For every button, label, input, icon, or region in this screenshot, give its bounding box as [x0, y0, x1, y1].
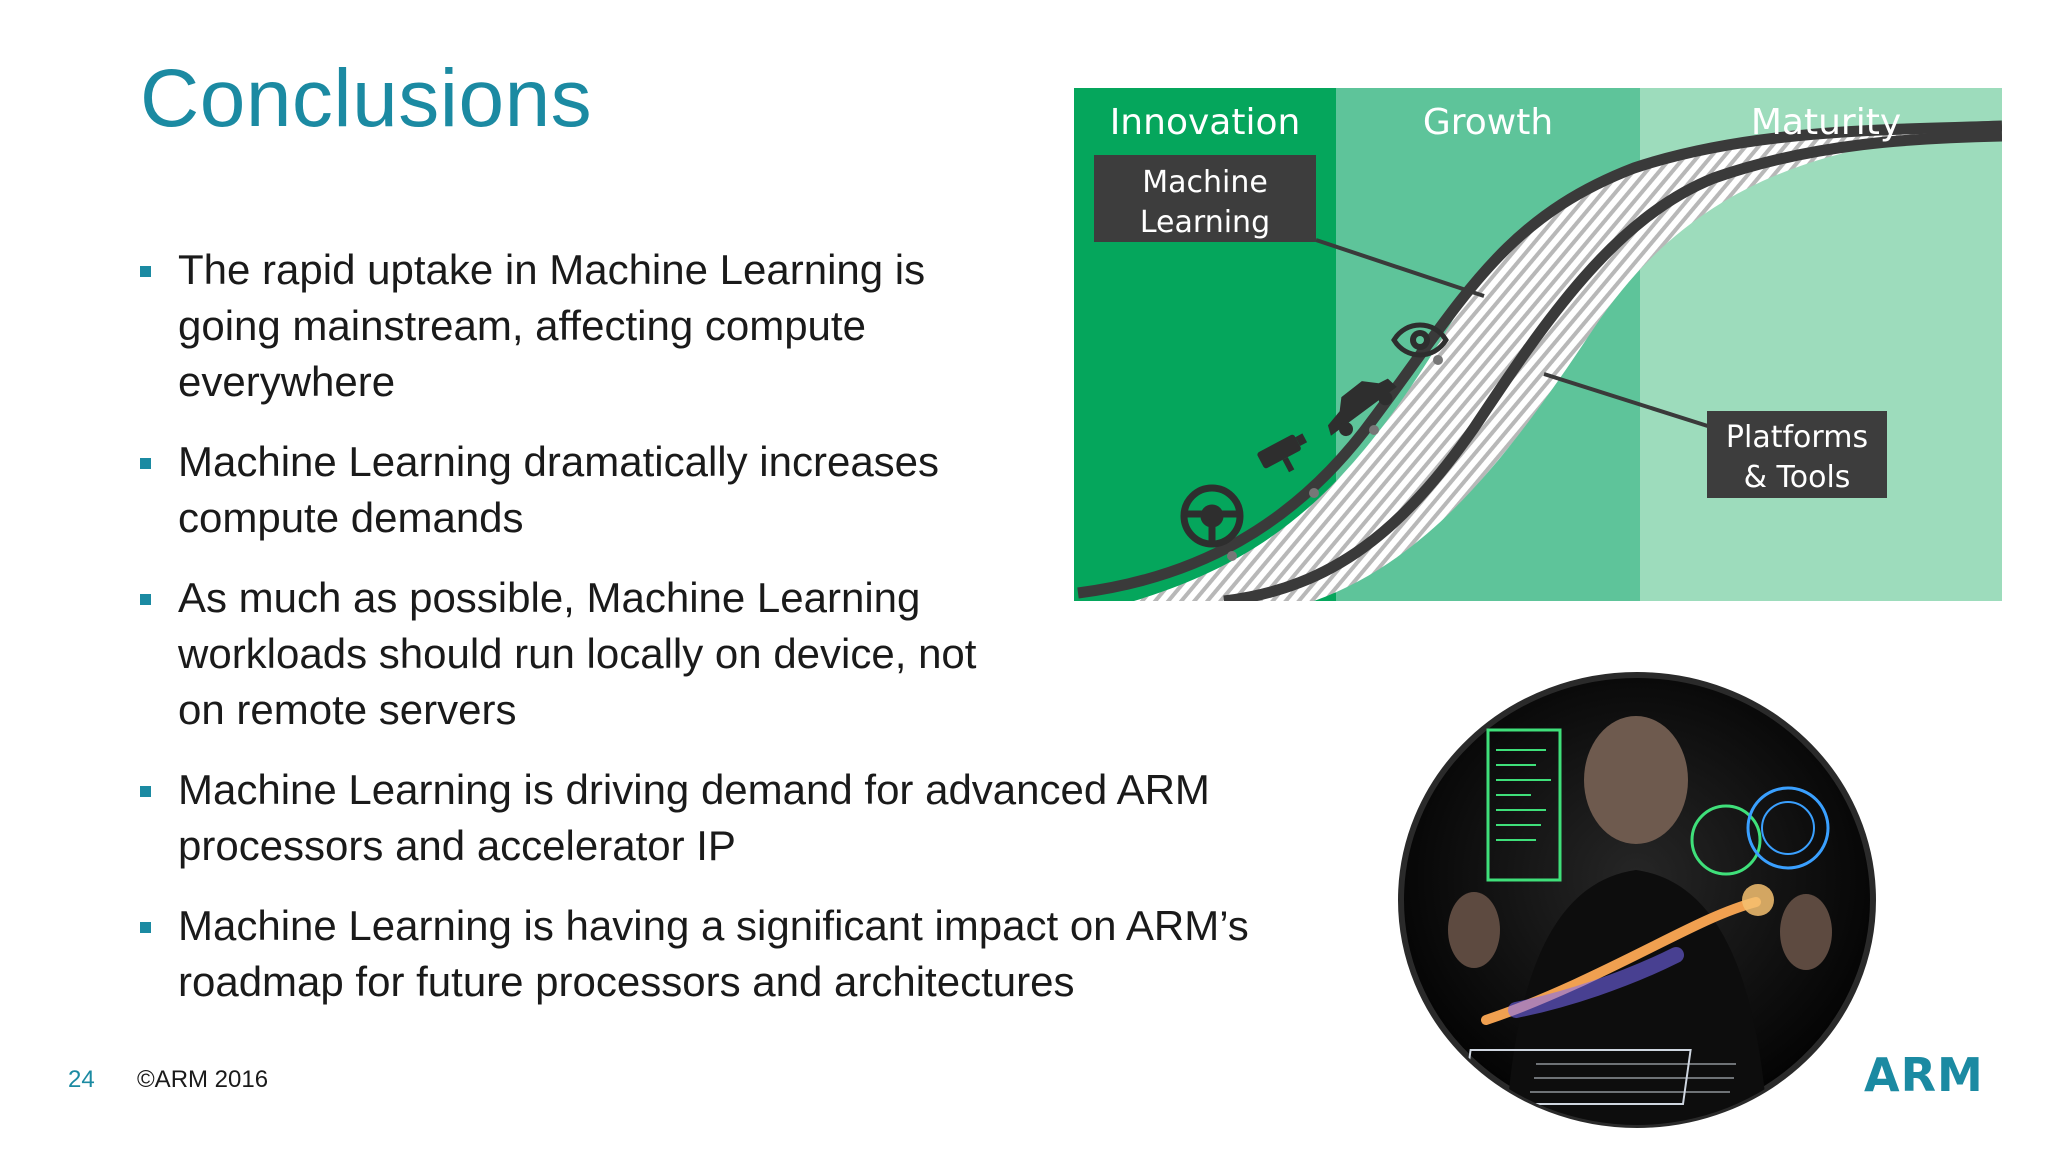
- ml-connector-line: [1315, 238, 1485, 298]
- adoption-curve-diagram: Innovation Growth Maturity Machine Learn…: [1074, 88, 2002, 601]
- platforms-connector-line: [1543, 372, 1715, 430]
- right-hand: [1780, 894, 1832, 970]
- bullet-text: Machine Learning is having a significant…: [178, 902, 1249, 1005]
- holo-screen: [1486, 728, 1562, 882]
- car-icon: [1327, 378, 1397, 437]
- upper-curve-line: [1077, 120, 2002, 599]
- machine-learning-callout: Machine Learning: [1094, 155, 1316, 242]
- holo-ring: [1746, 786, 1830, 870]
- hologram-photo: [1398, 672, 1876, 1128]
- phase-label-growth: Growth: [1423, 102, 1553, 143]
- platforms-tools-callout-line2: & Tools: [1744, 460, 1851, 495]
- page-number: 24: [68, 1066, 95, 1093]
- curve-band: [1134, 126, 2002, 601]
- curve-dot: [1309, 488, 1319, 498]
- platforms-tools-callout-line1: Platforms: [1726, 420, 1868, 455]
- lower-curve-line: [1223, 130, 2002, 601]
- bullet-item: Machine Learning is having a significant…: [140, 898, 1290, 1010]
- security-camera-icon: [1257, 433, 1308, 473]
- bullet-square-icon: [140, 922, 151, 933]
- copyright-text: ©ARM 2016: [137, 1066, 269, 1093]
- bullet-item: The rapid uptake in Machine Learning is …: [140, 242, 1008, 410]
- steering-wheel-icon: [1180, 484, 1244, 548]
- slide-title: Conclusions: [140, 53, 593, 144]
- person-head: [1584, 716, 1688, 844]
- curve-dot: [1369, 425, 1379, 435]
- bullet-item: As much as possible, Machine Learning wo…: [140, 570, 1008, 738]
- left-hand: [1448, 892, 1500, 968]
- person-body: [1506, 870, 1768, 1125]
- platforms-tools-callout: Platforms & Tools: [1707, 411, 1887, 498]
- bullet-list: The rapid uptake in Machine Learning is …: [140, 242, 1290, 1034]
- bullet-text: As much as possible, Machine Learning wo…: [178, 574, 977, 733]
- arm-logo: ARM: [1864, 1048, 1984, 1102]
- curve-dot: [1433, 355, 1443, 365]
- bullet-square-icon: [140, 594, 151, 605]
- bullet-square-icon: [140, 458, 151, 469]
- bullet-item: Machine Learning is driving demand for a…: [140, 762, 1290, 874]
- bullet-text: Machine Learning dramatically increases …: [178, 438, 940, 541]
- bullet-text: Machine Learning is driving demand for a…: [178, 766, 1210, 869]
- holo-ring: [1690, 804, 1762, 876]
- bullet-square-icon: [140, 786, 151, 797]
- curve-dot: [1227, 551, 1237, 561]
- bullet-item: Machine Learning dramatically increases …: [140, 434, 1008, 546]
- bullet-text: The rapid uptake in Machine Learning is …: [178, 246, 926, 405]
- machine-learning-callout-line2: Learning: [1140, 205, 1270, 240]
- bullet-square-icon: [140, 266, 151, 277]
- phase-label-maturity: Maturity: [1751, 102, 1901, 143]
- eye-icon: [1391, 322, 1449, 358]
- phase-label-innovation: Innovation: [1110, 102, 1301, 143]
- machine-learning-callout-line1: Machine: [1142, 165, 1268, 200]
